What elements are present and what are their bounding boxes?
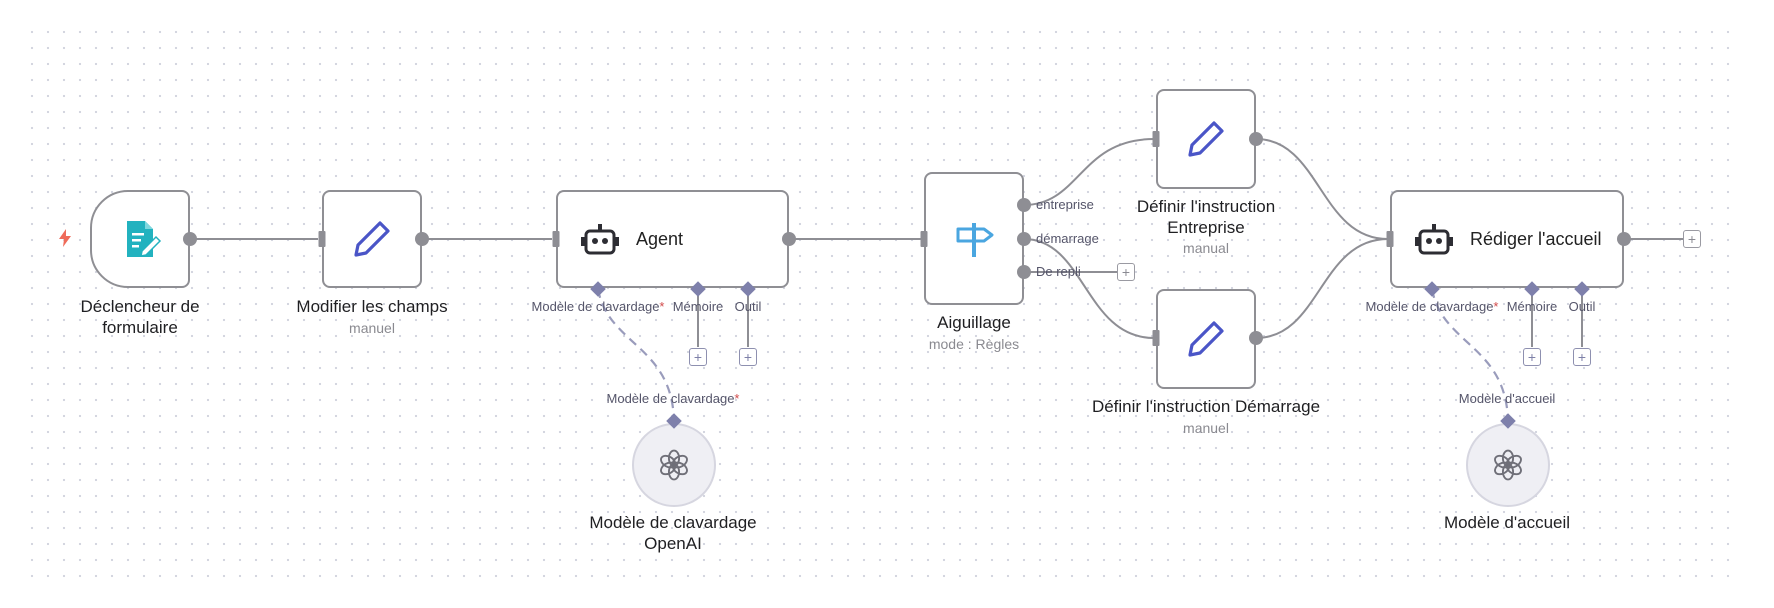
set-startup-sub: manuel (1183, 420, 1229, 436)
trigger-bolt-icon (59, 229, 71, 247)
output-port-startup[interactable] (1017, 232, 1031, 246)
switch-output-startup-label: démarrage (1036, 231, 1099, 246)
output-port[interactable] (1249, 331, 1263, 345)
openai-chat-model-node[interactable] (632, 423, 716, 507)
openai-chat-model-label: Modèle de clavardage OpenAI (589, 513, 757, 553)
set-enterprise-node[interactable] (1156, 89, 1256, 189)
output-port-enterprise[interactable] (1017, 198, 1031, 212)
agent-chat-model-port-label: Modèle de clavardage* (531, 299, 665, 314)
trigger-label: Déclencheur de formulaire (80, 297, 200, 337)
add-next-node-button[interactable]: + (1683, 230, 1701, 248)
welcome-chat-model-port-label: Modèle de clavardage* (1365, 299, 1499, 314)
agent-node[interactable]: Agent (556, 190, 789, 288)
add-fallback-button[interactable]: + (1117, 263, 1135, 281)
input-port[interactable] (552, 231, 560, 247)
edit-fields-sub: manuel (349, 320, 395, 336)
switch-label: Aiguillage (937, 313, 1011, 332)
set-enterprise-sub: manual (1183, 240, 1229, 256)
robot-icon (578, 217, 622, 261)
signpost-icon (926, 174, 1022, 303)
edge-switch-enterprise (1023, 138, 1155, 206)
openai-icon (634, 425, 714, 505)
set-startup-label: Définir l'instruction Démarrage (1091, 397, 1321, 416)
openai-icon (1468, 425, 1548, 505)
set-startup-node[interactable] (1156, 289, 1256, 389)
edge-agent-openai (596, 288, 676, 422)
output-port[interactable] (415, 232, 429, 246)
input-port[interactable] (920, 231, 928, 247)
pencil-icon (324, 192, 420, 286)
add-memory-button[interactable]: + (1523, 348, 1541, 366)
welcome-memory-port-label: Mémoire (1506, 299, 1558, 314)
edit-fields-node[interactable] (322, 190, 422, 288)
robot-icon (1412, 217, 1456, 261)
add-tool-button[interactable]: + (739, 348, 757, 366)
pencil-icon (1158, 91, 1254, 187)
switch-output-fallback-label: De repli (1036, 264, 1081, 279)
input-port[interactable] (318, 231, 326, 247)
write-welcome-label: Rédiger l'accueil (1470, 228, 1602, 249)
switch-sub: mode : Règles (928, 336, 1020, 352)
pencil-icon (1158, 291, 1254, 387)
welcome-model-node[interactable] (1466, 423, 1550, 507)
output-port[interactable] (1617, 232, 1631, 246)
welcome-tool-port-label: Outil (1568, 299, 1596, 314)
input-port[interactable] (1386, 231, 1394, 247)
input-port[interactable] (1152, 330, 1160, 346)
set-enterprise-label: Définir l'instruction Entreprise (1136, 197, 1276, 237)
edit-fields-label: Modifier les champs (296, 297, 448, 316)
add-tool-button[interactable]: + (1573, 348, 1591, 366)
form-icon (92, 192, 188, 286)
switch-output-enterprise-label: entreprise (1036, 197, 1094, 212)
welcome-model-label: Modèle d'accueil (1443, 513, 1571, 532)
output-port[interactable] (183, 232, 197, 246)
agent-label: Agent (636, 228, 684, 249)
edge-switch-startup (1023, 238, 1155, 339)
output-port[interactable] (1249, 132, 1263, 146)
agent-tool-port-label: Outil (734, 299, 762, 314)
output-port[interactable] (782, 232, 796, 246)
switch-node[interactable] (924, 172, 1024, 305)
edge-startup-welcome (1255, 238, 1389, 339)
welcome-model-port-label: Modèle d'accueil (1458, 391, 1556, 406)
input-port[interactable] (1152, 131, 1160, 147)
openai-port-label: Modèle de clavardage* (606, 391, 740, 406)
edge-welcome-model (1430, 288, 1510, 422)
output-port-fallback[interactable] (1017, 265, 1031, 279)
trigger-node[interactable] (90, 190, 190, 288)
write-welcome-node[interactable]: Rédiger l'accueil (1390, 190, 1624, 288)
canvas-grid (24, 24, 1736, 584)
agent-memory-port-label: Mémoire (672, 299, 724, 314)
add-memory-button[interactable]: + (689, 348, 707, 366)
edge-enterprise-welcome (1255, 138, 1389, 240)
